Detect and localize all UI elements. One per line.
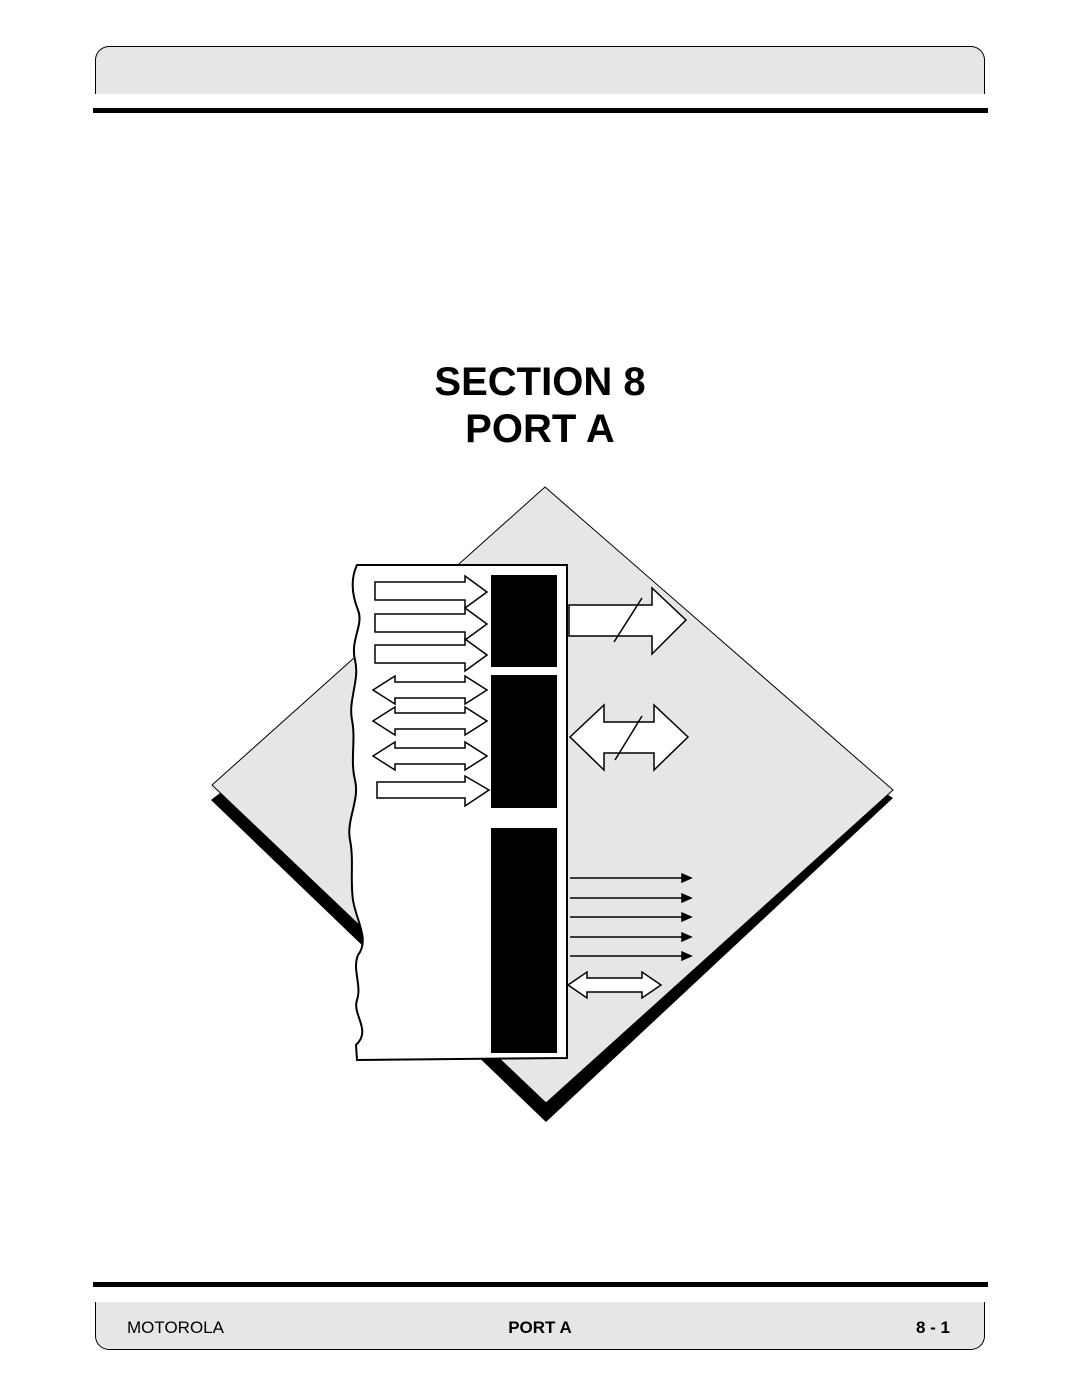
output-arrowhead-2 [681,892,693,904]
bus-slash-1 [613,597,643,643]
double-arrow-2 [371,705,489,737]
small-double-arrow [566,970,663,1000]
header-tab [95,46,985,94]
right-arrow-4 [376,774,491,808]
right-arrow-1 [374,574,489,610]
output-arrowhead-3 [681,911,693,923]
section-title: SECTION 8 [434,360,646,404]
footer-rule [93,1282,988,1287]
footer-section-name: PORT A [508,1318,572,1337]
output-arrowhead-1 [681,872,693,884]
block-bottom [491,828,557,1053]
output-arrowhead-4 [681,931,693,943]
header-rule [93,108,988,113]
footer-page-number: 8 - 1 [915,1318,950,1337]
output-arrowhead-5 [681,950,693,962]
footer-tab [95,1302,985,1350]
double-arrow-1 [371,674,489,706]
block-top [491,575,557,667]
footer-company: MOTOROLA [127,1318,224,1337]
port-block-diagram-icon [211,486,894,1122]
right-arrow-2 [374,606,489,642]
double-arrow-3 [371,740,489,772]
bus-slash-2 [614,715,643,761]
block-middle [491,675,557,808]
right-arrow-3 [374,637,489,673]
section-subtitle: PORT A [465,407,615,451]
